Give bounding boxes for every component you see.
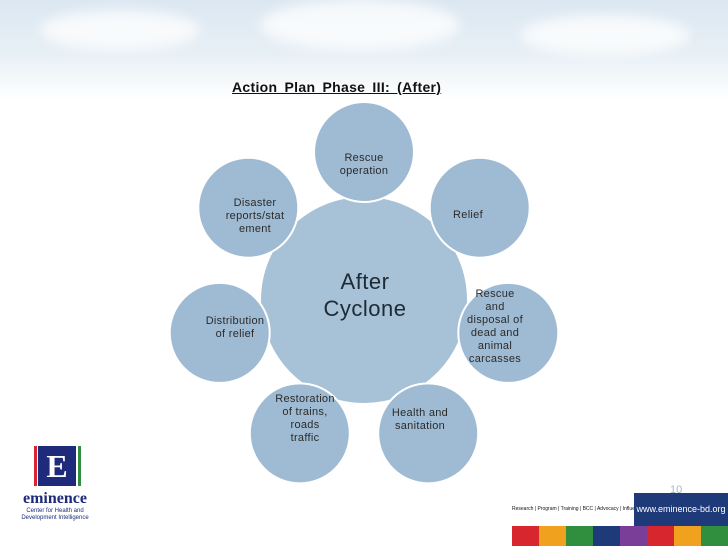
footer-stripe-segment: [647, 526, 674, 546]
sky-banner: [0, 0, 728, 100]
center-label: After Cyclone: [290, 268, 440, 322]
logo-letter: E: [38, 446, 76, 486]
node-distribution: [168, 281, 271, 384]
footer-stripe-segment: [566, 526, 593, 546]
footer-stripe-segment: [674, 526, 701, 546]
node-health-sanitation: [377, 382, 480, 485]
logo-name: eminence: [23, 490, 87, 507]
slide-title: Action Plan Phase III: (After): [232, 79, 442, 95]
footer-stripe-segment: [701, 526, 728, 546]
node-restoration: [248, 382, 351, 485]
center-label-line1: After: [340, 269, 390, 294]
node-rescue-operation: [313, 101, 415, 203]
footer-stripe-segment: [539, 526, 566, 546]
node-disaster-reports: [197, 156, 300, 259]
footer-links: Research | Program | Training | BCC | Ad…: [512, 506, 634, 512]
footer-stripe-segment: [620, 526, 647, 546]
footer-stripe-segment: [512, 526, 539, 546]
node-label-relief: Relief: [453, 209, 483, 221]
node-relief: [428, 156, 531, 259]
footer-color-stripe: [512, 526, 728, 546]
node-rescue-disposal: [457, 281, 560, 384]
center-label-line2: Cyclone: [323, 296, 407, 321]
footer-url[interactable]: www.eminence-bd.org: [634, 493, 728, 526]
footer-stripe-segment: [593, 526, 620, 546]
center-circle: [261, 197, 467, 403]
footer-banner: Research | Program | Training | BCC | Ad…: [512, 493, 728, 526]
